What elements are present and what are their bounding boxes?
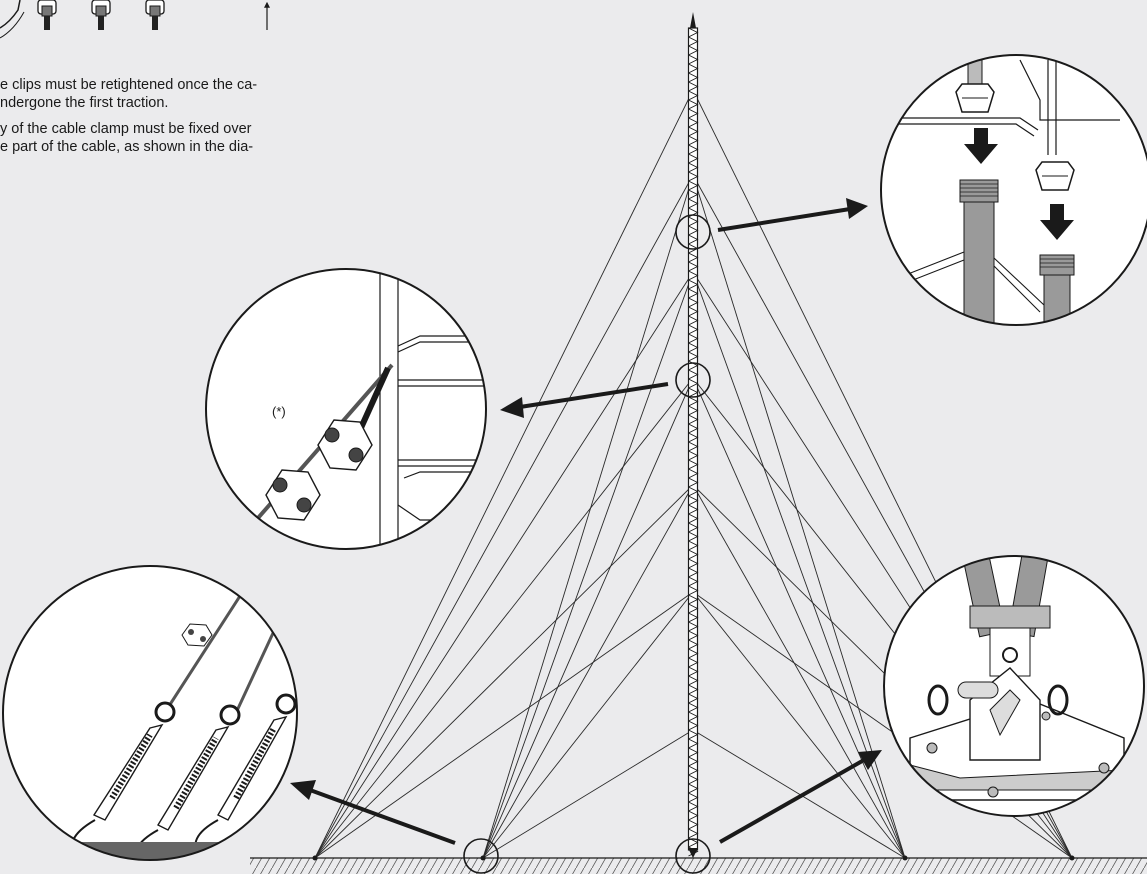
note-line-2: ndergone the first traction. (0, 95, 169, 111)
detail-cable-clamp (205, 268, 487, 550)
arrow-icon (719, 750, 882, 844)
cable-clip-icon (37, 0, 57, 30)
anchor-points (312, 855, 1075, 861)
note-line-3: y of the cable clamp must be fixed over (0, 121, 252, 137)
note-line-1: e clips must be retightened once the ca- (0, 77, 258, 93)
clamp-detail-marker: (*) (272, 404, 286, 419)
cable-clip-icon (91, 0, 111, 30)
lattice-mast-icon (687, 12, 699, 858)
turnbuckle-icon (194, 693, 297, 859)
arrow-icon (717, 198, 868, 232)
ground (250, 857, 1147, 874)
detail-tube-joint (880, 54, 1147, 326)
arrow-icon (290, 780, 456, 845)
detail-base-plate (883, 555, 1145, 817)
pointer-arrows (290, 198, 882, 845)
cable-clip-icon (145, 0, 165, 30)
cable-clamp-icon (181, 623, 213, 647)
hex-nut-icon (955, 83, 995, 113)
turnbuckle-icon (70, 701, 176, 860)
arrow-icon (500, 382, 669, 418)
note-line-4: e part of the cable, as shown in the dia… (0, 139, 254, 155)
cable-clip-fragment (0, 0, 270, 39)
hex-nut-icon (1035, 161, 1075, 191)
cable-clamp-icon (265, 469, 321, 521)
cable-clamp-icon (317, 419, 373, 471)
detail-turnbuckles (2, 565, 298, 861)
detail-markers (463, 214, 711, 874)
